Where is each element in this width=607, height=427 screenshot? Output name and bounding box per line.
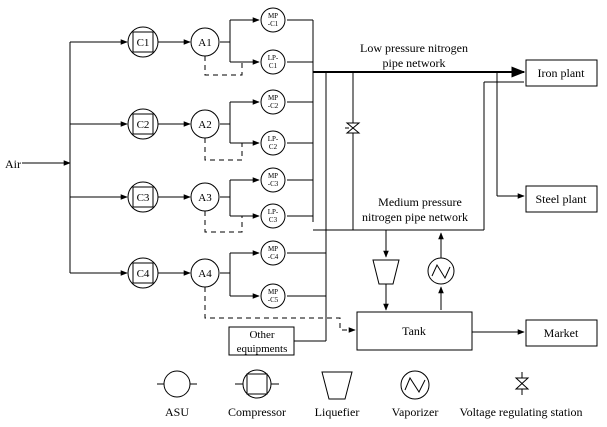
tank: Tank	[356, 311, 525, 351]
row-1	[70, 17, 260, 76]
svg-text:Liquefier: Liquefier	[315, 405, 360, 419]
svg-text:LP-: LP-	[268, 208, 279, 216]
svg-text:LP-: LP-	[268, 54, 279, 62]
medium-pressure-network: Medium pressure nitrogen pipe network	[313, 195, 484, 258]
unit-mp-c5: MP -C5	[260, 283, 286, 309]
svg-text:Voltage regulating station: Voltage regulating station	[459, 405, 582, 419]
svg-text:equipments: equipments	[237, 343, 288, 355]
unit-mp-c3: MP -C3	[260, 167, 286, 193]
svg-text:MP: MP	[268, 94, 278, 102]
svg-text:Vaporizer: Vaporizer	[392, 405, 439, 419]
steel-plant-box: Steel plant	[525, 185, 598, 213]
low-pressure-label-2: pipe network	[383, 56, 446, 70]
market-box: Market	[525, 319, 598, 347]
svg-text:Tank: Tank	[402, 324, 426, 338]
svg-text:-C2: -C2	[268, 102, 279, 110]
svg-text:MP: MP	[268, 245, 278, 253]
unit-lp-c3: LP- C3	[260, 203, 286, 229]
other-equipments-box: Other equipments	[228, 326, 295, 356]
svg-text:MP: MP	[268, 288, 278, 296]
legend-asu: ASU	[157, 370, 197, 419]
unit-mp-c4: MP -C4	[260, 240, 286, 266]
legend-compressor: Compressor	[228, 369, 286, 419]
legend-vaporizer: Vaporizer	[392, 370, 439, 419]
legend-station: Voltage regulating station	[459, 372, 583, 419]
svg-text:-C3: -C3	[268, 180, 279, 188]
unit-lp-c1: LP- C1	[260, 49, 286, 75]
unit-mp-c1: MP -C1	[260, 7, 286, 33]
air-label: Air	[5, 157, 21, 171]
low-pressure-label-1: Low pressure nitrogen	[360, 41, 468, 55]
svg-text:A1: A1	[198, 37, 211, 49]
unit-mp-c2: MP -C2	[260, 89, 286, 115]
unit-outlets	[287, 19, 327, 342]
svg-text:MP: MP	[268, 172, 278, 180]
medium-pressure-label-1: Medium pressure	[378, 195, 462, 209]
svg-text:C3: C3	[137, 192, 150, 204]
svg-text:C1: C1	[137, 37, 150, 49]
compressor-c1: C1	[127, 26, 159, 58]
voltage-regulating-station	[345, 118, 361, 134]
asu-a3: A3	[190, 182, 220, 212]
svg-text:LP-: LP-	[268, 135, 279, 143]
svg-text:C2: C2	[269, 143, 278, 151]
svg-text:C2: C2	[137, 119, 150, 131]
legend: ASU Compressor Liquefier Vaporizer Volta…	[157, 369, 583, 419]
compressor-c3: C3	[127, 181, 159, 213]
svg-text:-C1: -C1	[268, 20, 279, 28]
compressor-c2: C2	[127, 108, 159, 140]
row-3	[70, 177, 260, 233]
svg-text:-C4: -C4	[268, 253, 279, 261]
svg-text:Other: Other	[249, 329, 274, 341]
svg-text:C1: C1	[269, 62, 278, 70]
svg-text:C4: C4	[137, 268, 150, 280]
medium-pressure-label-2: nitrogen pipe network	[362, 210, 468, 224]
svg-text:Iron plant: Iron plant	[538, 66, 586, 80]
legend-liquefier: Liquefier	[315, 371, 360, 419]
svg-text:-C5: -C5	[268, 296, 279, 304]
low-pressure-network: Low pressure nitrogen pipe network	[313, 41, 526, 230]
svg-text:Compressor: Compressor	[228, 405, 286, 419]
liquefier-symbol	[372, 259, 400, 311]
asu-a2: A2	[190, 109, 220, 139]
row-2	[70, 99, 260, 161]
svg-text:Market: Market	[544, 326, 579, 340]
svg-text:A3: A3	[198, 192, 212, 204]
svg-text:MP: MP	[268, 12, 278, 20]
svg-text:A2: A2	[198, 119, 211, 131]
vaporizer-symbol	[427, 257, 455, 310]
row-4	[70, 250, 356, 333]
svg-text:Steel plant: Steel plant	[536, 192, 588, 206]
svg-text:C3: C3	[269, 216, 278, 224]
svg-text:A4: A4	[198, 268, 212, 280]
unit-lp-c2: LP- C2	[260, 130, 286, 156]
iron-plant-box: Iron plant	[525, 59, 598, 87]
asu-a1: A1	[190, 27, 220, 57]
svg-text:ASU: ASU	[165, 405, 189, 419]
asu-a4: A4	[190, 258, 220, 288]
compressor-c4: C4	[127, 257, 159, 289]
